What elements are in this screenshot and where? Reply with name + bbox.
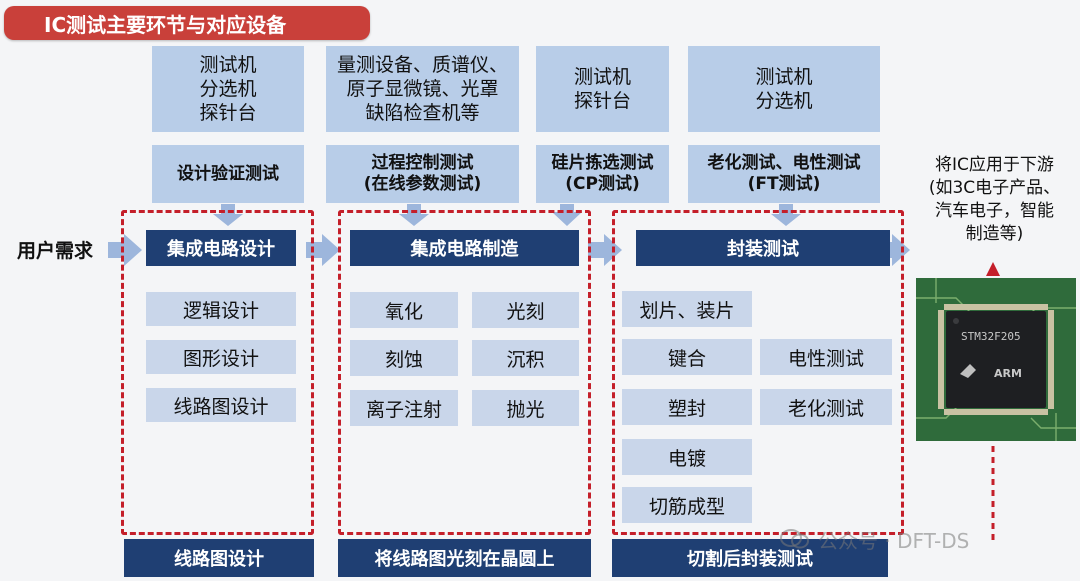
equipment-line: 测试机 [755,66,813,88]
chip-part-number: STM32F205 [961,330,1021,343]
test-line: 硅片拣选测试 [551,153,654,173]
equipment-box-cp: 测试机 探针台 [536,46,669,132]
test-box-ft: 老化测试、电性测试 (FT测试) [688,145,880,203]
step-burn-in-test: 老化测试 [760,389,892,425]
stage-ic-design: 集成电路设计 [146,230,296,266]
equipment-line: 量测设备、质谱仪、 [336,54,508,76]
test-line: (CP测试) [565,174,640,194]
step-bonding: 键合 [622,339,752,375]
equipment-box-ft: 测试机 分选机 [688,46,880,132]
step-circuit-design: 线路图设计 [146,388,296,422]
chip-photo: STM32F205 ARM [916,278,1076,441]
step-graphic-design: 图形设计 [146,340,296,374]
region-design [121,210,314,535]
step-deposition: 沉积 [472,340,579,376]
step-plating: 电镀 [622,439,752,475]
step-electrical-test: 电性测试 [760,339,892,375]
step-dicing-mounting: 划片、装片 [622,291,752,327]
wechat-icon [780,528,810,550]
step-ion-implant: 离子注射 [350,390,458,426]
test-box-cp: 硅片拣选测试 (CP测试) [536,145,669,203]
region-packaging-test [612,210,904,535]
st-logo-icon [960,364,976,378]
downstream-line: 制造等) [965,224,1024,244]
equipment-box-manufacturing: 量测设备、质谱仪、 原子显微镜、光罩 缺陷检查机等 [326,46,519,132]
test-box-process-control: 过程控制测试 (在线参数测试) [326,145,519,203]
step-etching: 刻蚀 [350,340,458,376]
test-line: (在线参数测试) [363,174,482,194]
bottom-cut-package-test: 切割后封装测试 [612,539,888,577]
equipment-line: 分选机 [755,90,813,112]
stage-ic-manufacturing: 集成电路制造 [350,230,579,266]
test-line: 设计验证测试 [177,163,279,184]
step-polishing: 抛光 [472,390,579,426]
test-line: (FT测试) [747,174,821,194]
test-box-design-verification: 设计验证测试 [152,145,304,203]
region-manufacturing [338,210,591,535]
equipment-line: 测试机 [199,54,257,76]
equipment-line: 缺陷检查机等 [365,102,480,124]
watermark: 公众号 · DFT-DS [780,522,1060,556]
step-logic-design: 逻辑设计 [146,292,296,326]
watermark-text: 公众号 · DFT-DS [818,528,970,553]
equipment-line: 原子显微镜、光罩 [346,78,499,100]
chip-illustration: STM32F205 ARM [916,278,1076,441]
user-need-label: 用户需求 [16,239,93,262]
equipment-line: 分选机 [199,78,257,100]
step-lithography: 光刻 [472,292,579,328]
step-oxidation: 氧化 [350,292,458,328]
downstream-line: 将IC应用于下游 [935,155,1054,175]
downstream-line: (如3C电子产品、 [928,178,1061,198]
chip-arm-label: ARM [994,367,1022,380]
page-title: IC测试主要环节与对应设备 [4,6,370,40]
test-line: 过程控制测试 [371,153,474,173]
downstream-line: 汽车电子，智能 [935,201,1054,221]
equipment-line: 探针台 [573,90,631,112]
bottom-litho-on-wafer: 将线路图光刻在晶圆上 [338,539,591,577]
stage-packaging-test: 封装测试 [636,230,890,266]
step-trim-form: 切筋成型 [622,487,752,523]
downstream-application: 将IC应用于下游 (如3C电子产品、 汽车电子，智能 制造等) [912,150,1077,250]
up-arrow-dashed-head [986,262,1000,276]
equipment-line: 探针台 [199,102,257,124]
step-molding: 塑封 [622,389,752,425]
equipment-line: 测试机 [573,66,631,88]
bottom-circuit-design: 线路图设计 [124,539,314,577]
equipment-box-design: 测试机 分选机 探针台 [152,46,304,132]
test-line: 老化测试、电性测试 [707,153,861,173]
